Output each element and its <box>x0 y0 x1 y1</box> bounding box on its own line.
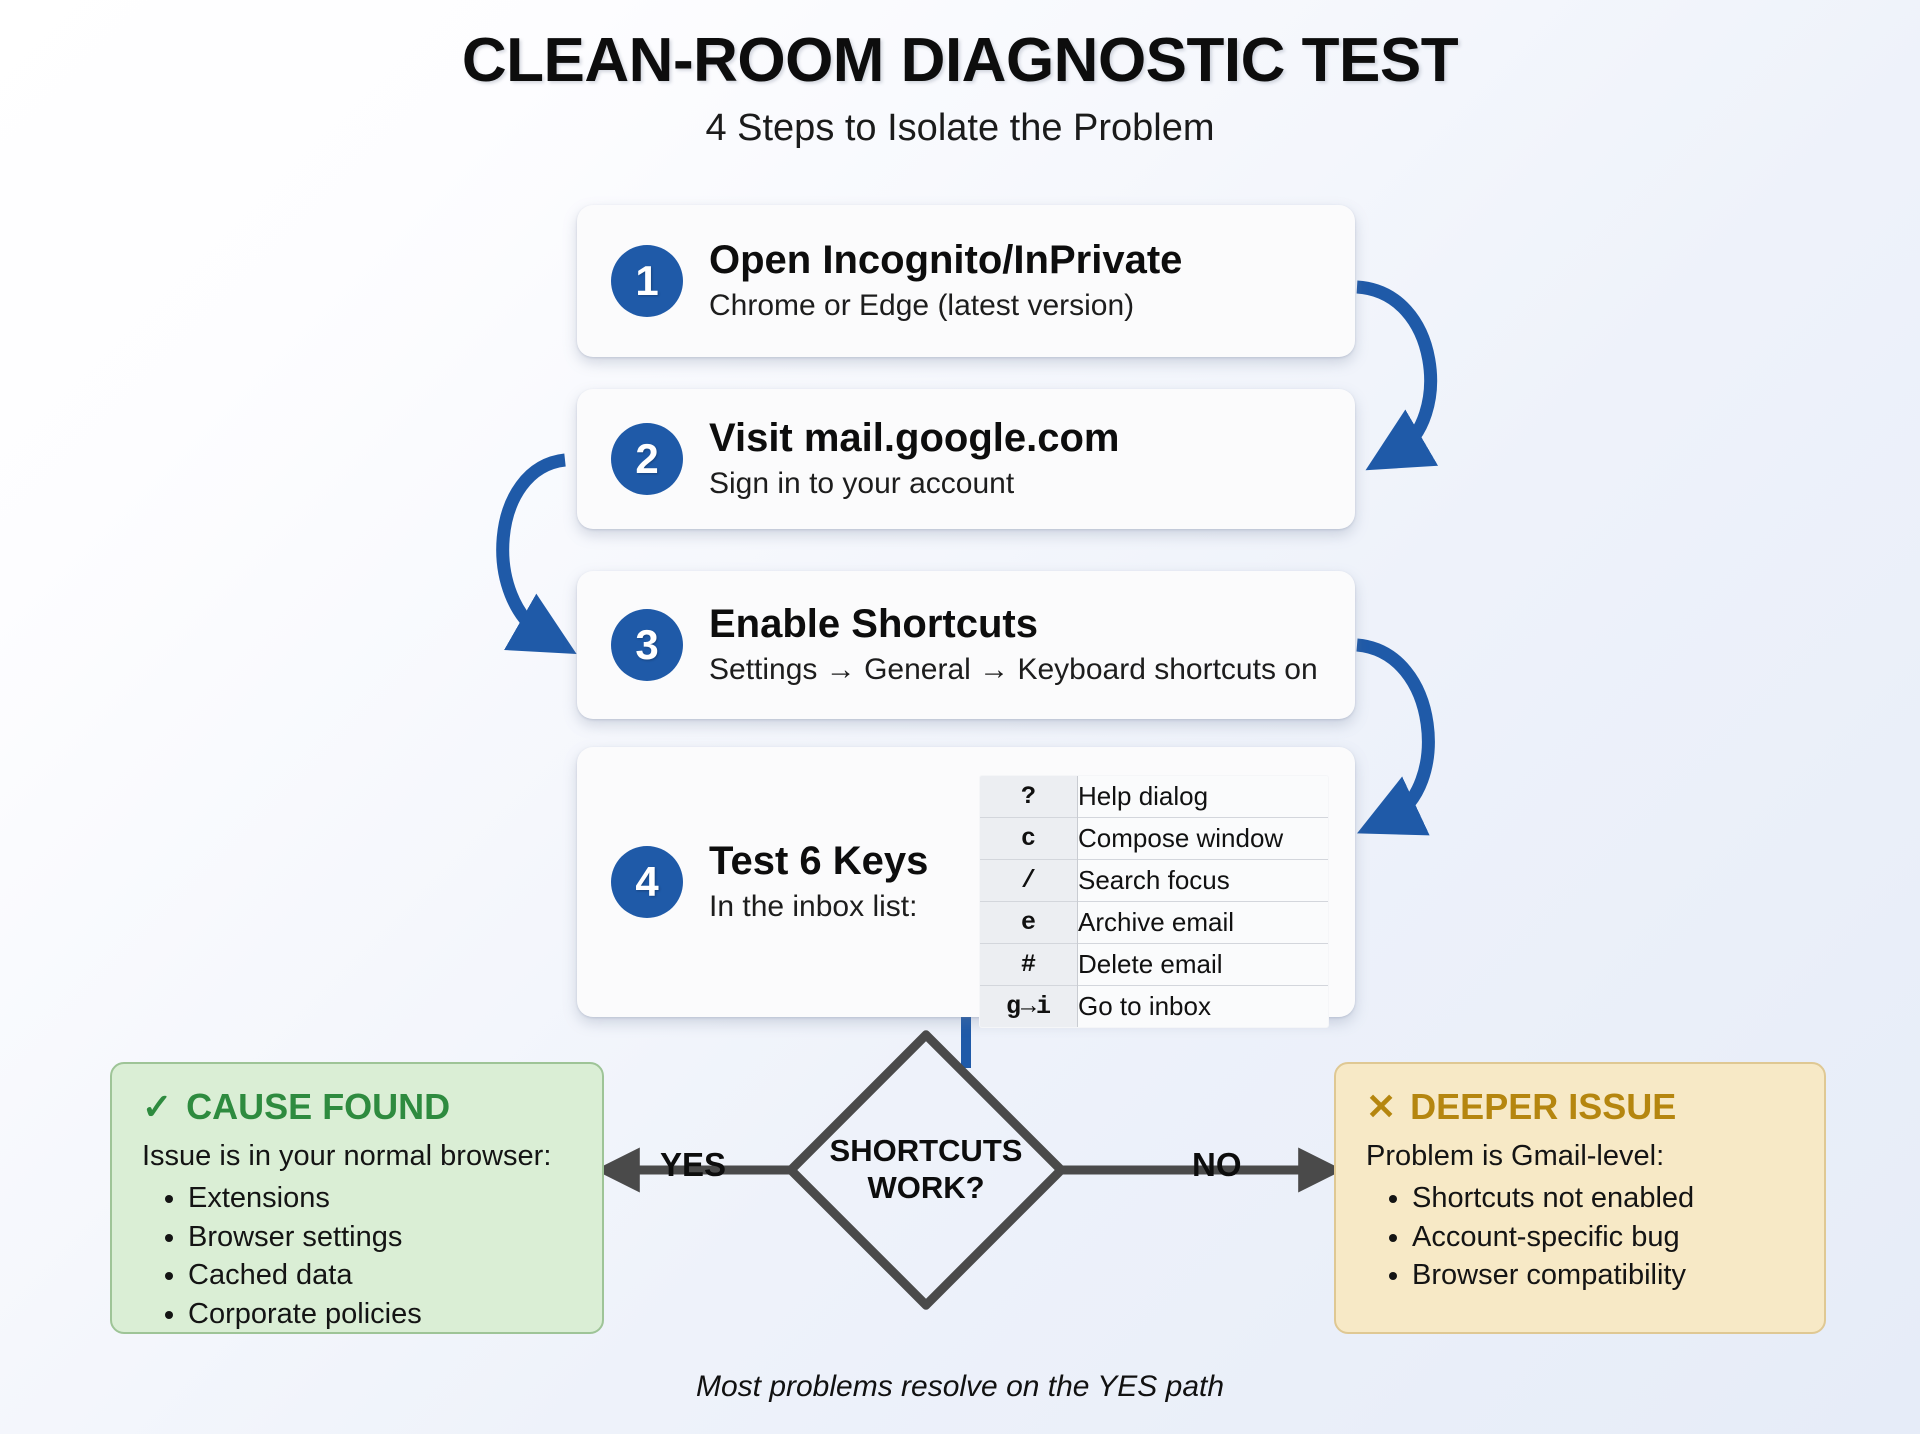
step-subtitle-4: In the inbox list: <box>709 889 918 923</box>
shortcut-description: Help dialog <box>1077 776 1328 818</box>
list-item: Shortcuts not enabled <box>1412 1179 1794 1218</box>
table-row: ? Help dialog <box>980 776 1328 818</box>
step-title-4: Test 6 Keys <box>709 838 929 883</box>
diamond-label: SHORTCUTS WORK? <box>796 1040 1056 1300</box>
decision-diamond[interactable]: SHORTCUTS WORK? <box>784 1028 1068 1312</box>
cause-found-lead: Issue is in your normal browser: <box>142 1140 552 1172</box>
page-header: CLEAN-ROOM DIAGNOSTIC TEST 4 Steps to Is… <box>0 28 1920 150</box>
list-item: Browser compatibility <box>1412 1256 1794 1295</box>
keyboard-shortcut-table: ? Help dialog c Compose window / Search … <box>979 775 1329 1028</box>
arrow-step3-to-step4 <box>1356 638 1435 836</box>
deeper-issue-heading: ✕ DEEPER ISSUE <box>1366 1086 1794 1128</box>
step-number-badge-4: 4 <box>611 846 683 918</box>
table-row: g→i Go to inbox <box>980 985 1328 1027</box>
outcome-cause-found: ✓ CAUSE FOUND Issue is in your normal br… <box>110 1062 604 1334</box>
check-icon: ✓ <box>142 1086 173 1127</box>
yes-branch-label: YES <box>660 1146 727 1183</box>
step-card-3-text: Enable Shortcuts Settings → General → Ke… <box>709 602 1318 688</box>
shortcut-description: Compose window <box>1077 817 1328 860</box>
step-card-3[interactable]: 3 Enable Shortcuts Settings → General → … <box>577 571 1355 719</box>
step-number-badge-2: 2 <box>611 423 683 495</box>
shortcut-description: Go to inbox <box>1077 985 1328 1027</box>
step-number-badge-3: 3 <box>611 609 683 681</box>
table-row: # Delete email <box>980 943 1328 986</box>
cause-found-heading: ✓ CAUSE FOUND <box>142 1086 572 1128</box>
arrow-step1-to-step2 <box>1356 280 1439 471</box>
table-row: / Search focus <box>980 859 1328 902</box>
list-item: Cached data <box>188 1256 572 1295</box>
shortcut-description: Delete email <box>1077 943 1328 986</box>
shortcut-key: c <box>980 817 1078 860</box>
shortcut-key: / <box>980 859 1078 902</box>
step-subtitle-1: Chrome or Edge (latest version) <box>709 288 1135 322</box>
shortcut-description: Archive email <box>1077 901 1328 944</box>
list-item: Corporate policies <box>188 1295 572 1334</box>
shortcut-key: ? <box>980 776 1078 818</box>
decision-line-1: SHORTCUTS <box>829 1133 1023 1169</box>
cross-icon: ✕ <box>1366 1086 1397 1127</box>
shortcut-key: e <box>980 901 1078 944</box>
step-card-2[interactable]: 2 Visit mail.google.com Sign in to your … <box>577 389 1355 529</box>
step-card-1[interactable]: 1 Open Incognito/InPrivate Chrome or Edg… <box>577 205 1355 357</box>
step-title-3: Enable Shortcuts <box>709 601 1038 646</box>
step-subtitle-2: Sign in to your account <box>709 466 1015 500</box>
decision-line-2: WORK? <box>867 1170 985 1205</box>
page-subtitle: 4 Steps to Isolate the Problem <box>705 107 1215 150</box>
deeper-issue-list: Shortcuts not enabled Account-specific b… <box>1412 1179 1794 1295</box>
step-subtitle-3: Settings → General → Keyboard shortcuts … <box>709 652 1318 686</box>
list-item: Browser settings <box>188 1218 572 1257</box>
table-row: c Compose window <box>980 817 1328 860</box>
step-card-4-text: Test 6 Keys In the inbox list: <box>709 839 949 925</box>
step-title-2: Visit mail.google.com <box>709 415 1120 460</box>
no-branch-label: NO <box>1192 1146 1242 1183</box>
table-row: e Archive email <box>980 901 1328 944</box>
step-card-1-text: Open Incognito/InPrivate Chrome or Edge … <box>709 238 1182 324</box>
shortcut-key: # <box>980 943 1078 986</box>
arrow-step2-to-step3 <box>496 453 577 655</box>
outcome-deeper-issue: ✕ DEEPER ISSUE Problem is Gmail-level: S… <box>1334 1062 1826 1334</box>
list-item: Extensions <box>188 1179 572 1218</box>
step-number-badge-1: 1 <box>611 245 683 317</box>
deeper-issue-lead: Problem is Gmail-level: <box>1366 1140 1665 1172</box>
cause-found-list: Extensions Browser settings Cached data … <box>188 1179 572 1333</box>
step-card-4[interactable]: 4 Test 6 Keys In the inbox list: ? Help … <box>577 747 1355 1028</box>
shortcut-description: Search focus <box>1077 859 1328 902</box>
page-title: CLEAN-ROOM DIAGNOSTIC TEST <box>461 26 1459 95</box>
step-title-1: Open Incognito/InPrivate <box>709 237 1183 282</box>
step-card-2-text: Visit mail.google.com Sign in to your ac… <box>709 416 1119 502</box>
cause-found-title: CAUSE FOUND <box>186 1086 451 1127</box>
deeper-issue-title: DEEPER ISSUE <box>1410 1086 1677 1127</box>
shortcut-key: g→i <box>980 985 1078 1027</box>
footer-note: Most problems resolve on the YES path <box>695 1370 1225 1403</box>
list-item: Account-specific bug <box>1412 1218 1794 1257</box>
